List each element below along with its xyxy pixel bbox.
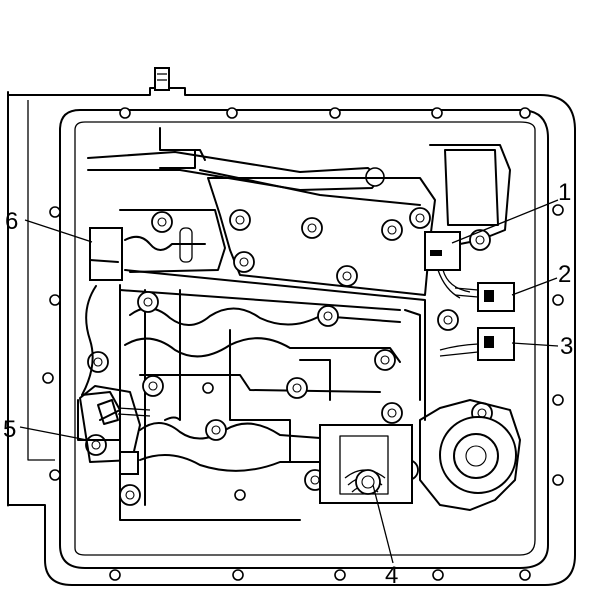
vent-fitting bbox=[154, 67, 170, 91]
leader-2 bbox=[511, 277, 558, 296]
leader-5 bbox=[19, 426, 88, 441]
callout-4: 4 bbox=[385, 562, 398, 589]
valve-body-channels bbox=[119, 209, 426, 521]
leader-1 bbox=[451, 199, 559, 244]
component-2 bbox=[454, 282, 515, 312]
callout-labels: 1 2 3 4 5 6 bbox=[3, 179, 573, 589]
leader-lines bbox=[19, 199, 559, 564]
left-wiring bbox=[77, 227, 123, 441]
servo-cover bbox=[419, 399, 521, 511]
component-3 bbox=[439, 327, 515, 361]
component-1 bbox=[424, 231, 471, 299]
case-bolts bbox=[42, 107, 564, 581]
leader-6 bbox=[24, 219, 93, 243]
leader-3 bbox=[511, 342, 559, 347]
callout-6: 6 bbox=[5, 208, 18, 235]
component-4 bbox=[319, 424, 413, 504]
callout-5: 5 bbox=[3, 416, 16, 443]
leader-4 bbox=[372, 484, 394, 564]
callout-2: 2 bbox=[558, 261, 571, 288]
detent-lever bbox=[87, 127, 421, 206]
upper-valve-plate bbox=[151, 144, 511, 296]
callout-3: 3 bbox=[560, 333, 573, 360]
callout-1: 1 bbox=[558, 179, 571, 206]
component-5 bbox=[79, 385, 151, 475]
case-outline bbox=[6, 87, 576, 586]
